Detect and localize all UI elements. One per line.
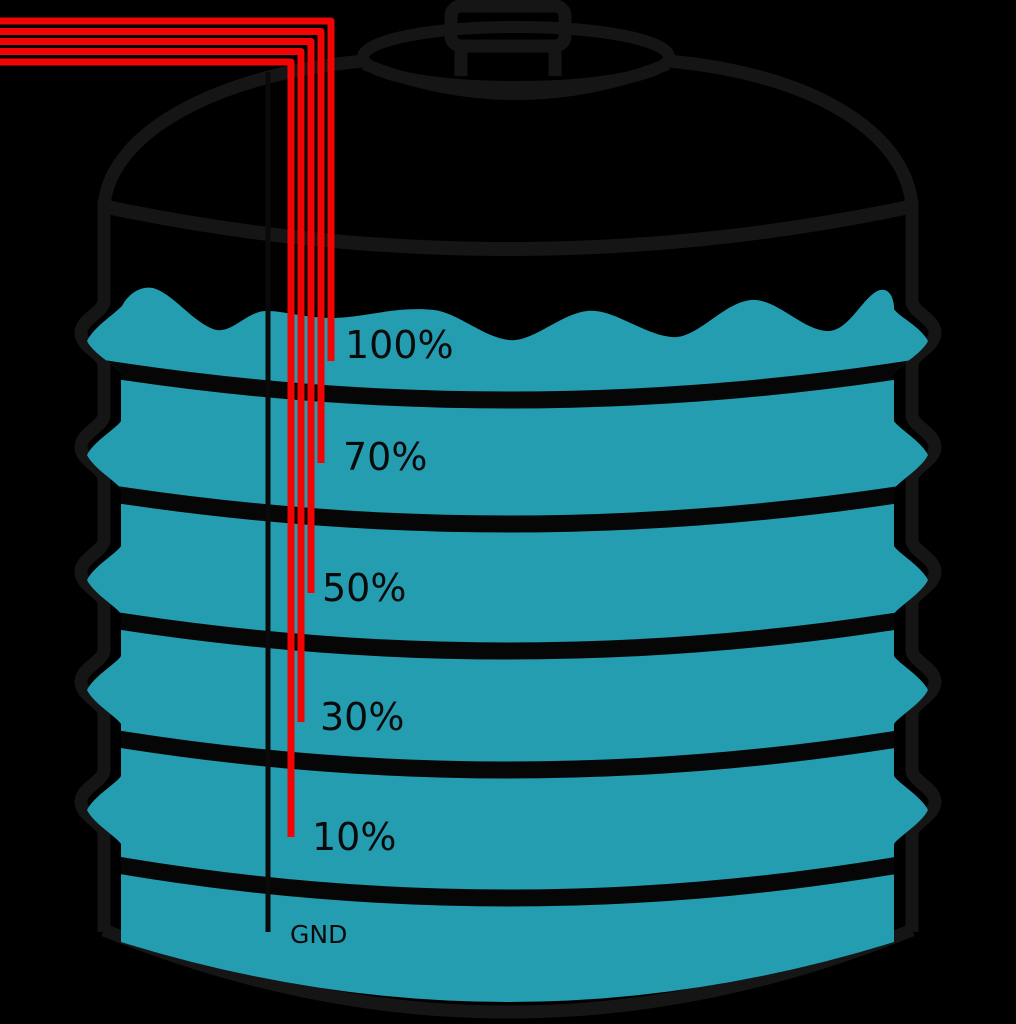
tank-bottom-outline [101,923,915,1019]
tank-left-wall [74,200,111,932]
rib-arc-1 [98,359,918,409]
label-level-100: 100% [345,323,454,367]
tank-ribs [98,359,918,907]
tank-cap [357,21,675,93]
wire-level-70 [0,28,325,463]
rib-arc-4 [98,727,918,779]
cap-handle [444,0,572,53]
label-gnd: GND [290,920,347,949]
wire-level-30 [0,48,305,722]
label-level-30: 30% [320,695,404,739]
wire-level-100 [0,17,335,361]
sensor-wires [0,17,335,837]
wire-level-50 [0,38,315,593]
rib-arc-3 [98,609,918,660]
level-labels: 100% 70% 50% 30% 10% GND [290,323,454,949]
rib-arc-2 [98,483,918,533]
rib-arc-5 [98,853,918,907]
tank-shoulder-rim [100,199,916,256]
tank-right-wall [905,200,942,932]
tank-cap-rim [361,58,671,100]
label-level-10: 10% [312,815,396,859]
wire-level-10 [0,58,295,837]
label-level-70: 70% [343,435,427,479]
label-level-50: 50% [322,566,406,610]
